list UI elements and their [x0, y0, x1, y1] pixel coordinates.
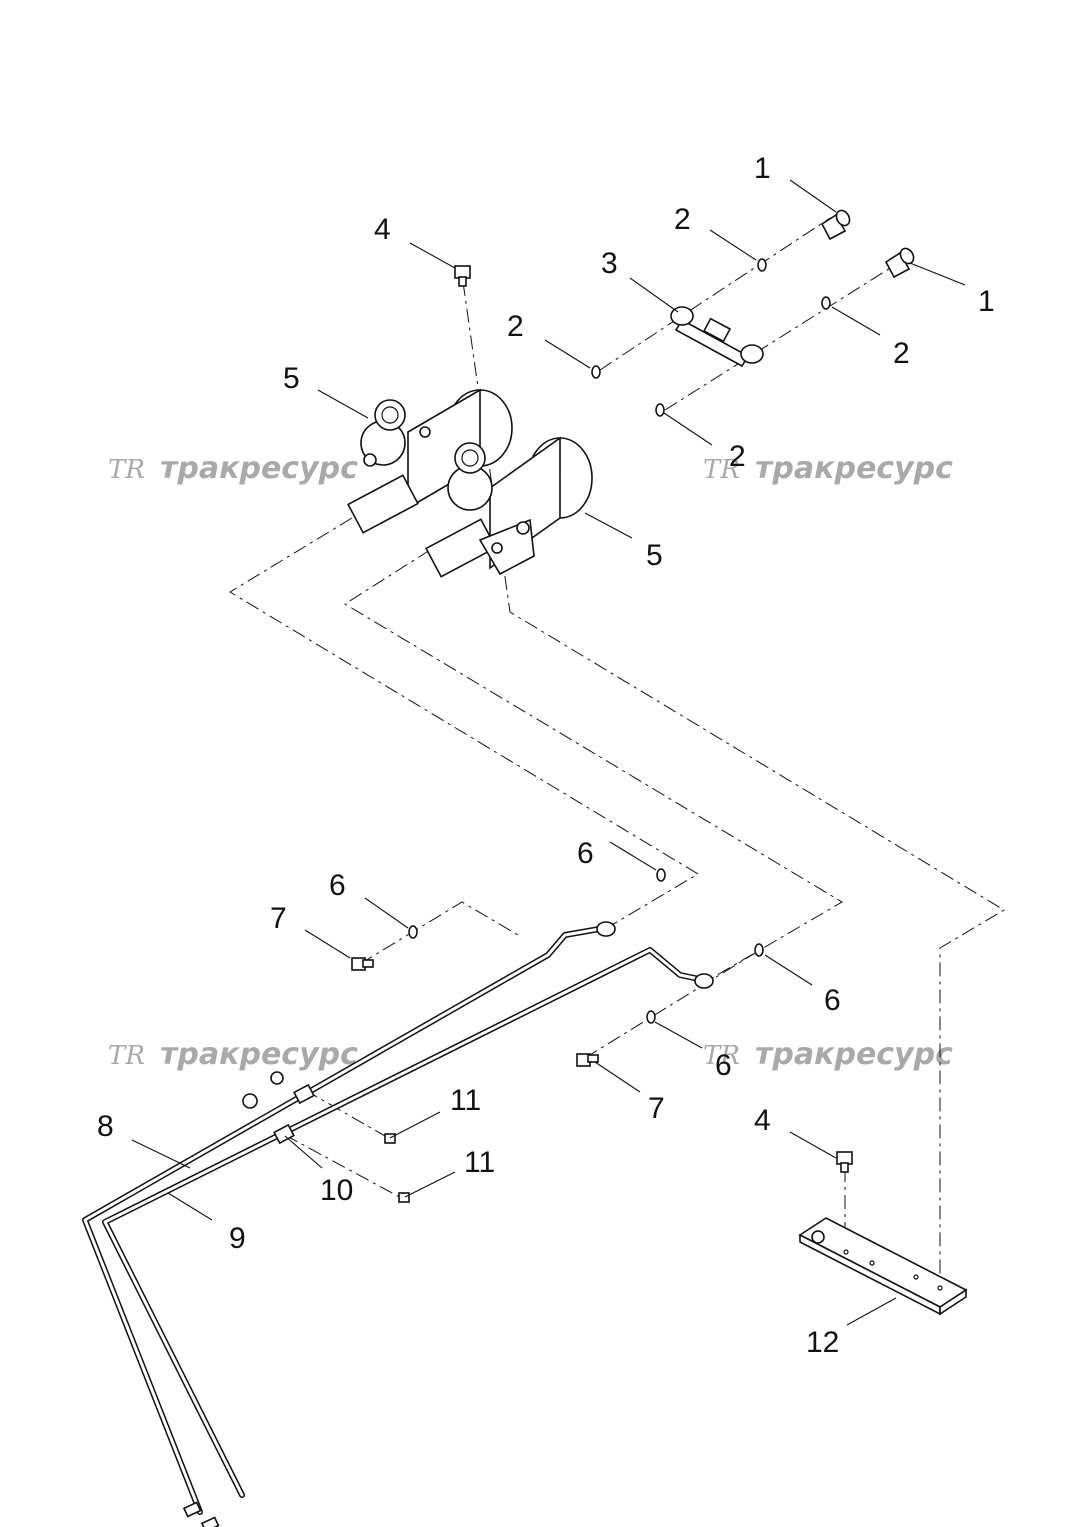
linkage-part-3 [670, 306, 764, 368]
callout-11: 11 [464, 1146, 495, 1179]
callout-3: 3 [601, 247, 618, 280]
watermark-text: тракресурс [755, 1037, 953, 1072]
mounting-plate-part-12 [798, 1217, 968, 1316]
washer-part-2 [655, 403, 665, 417]
callout-6: 6 [715, 1049, 732, 1082]
clamp-part-10 [270, 1071, 315, 1105]
screw-part-11 [384, 1133, 396, 1144]
assembly-line [462, 281, 1005, 1285]
master-cylinder-part-5 [347, 388, 513, 534]
watermark-logo: TR [108, 455, 145, 485]
pin-part-1 [820, 209, 851, 241]
callout-2: 2 [729, 440, 746, 473]
banjo-bolt-part-7 [576, 1053, 599, 1067]
assembly-line [304, 1089, 393, 1141]
bolt-part-4 [454, 265, 471, 287]
callout-8: 8 [97, 1110, 114, 1143]
watermark-top-left: TR тракресурс [108, 451, 358, 486]
pin-part-1 [884, 247, 915, 279]
callout-6: 6 [329, 869, 346, 902]
washer-part-6 [754, 943, 764, 957]
washer-part-6 [656, 868, 666, 882]
watermark-bottom-right: TR тракресурс [703, 1037, 953, 1072]
assembly-lines [229, 217, 1005, 1285]
callout-10: 10 [320, 1174, 353, 1207]
callout-2: 2 [893, 337, 910, 370]
washer-part-2 [757, 258, 767, 272]
callout-7: 7 [270, 902, 287, 935]
washer-part-6 [646, 1010, 656, 1024]
watermark-text: тракресурс [160, 451, 358, 486]
callout-6: 6 [577, 837, 594, 870]
callout-9: 9 [229, 1222, 246, 1255]
assembly-line [229, 517, 699, 933]
brake-tube-part-8 [82, 921, 616, 1518]
washer-part-6 [408, 925, 418, 939]
callout-5: 5 [646, 539, 663, 572]
callout-7: 7 [648, 1092, 665, 1125]
assembly-line [344, 549, 843, 986]
watermark-top-right: TR тракресурс [703, 451, 953, 486]
callout-11: 11 [450, 1084, 481, 1117]
callout-2: 2 [674, 203, 691, 236]
screw-part-11 [398, 1192, 410, 1203]
master-cylinder-part-5 [425, 436, 593, 578]
watermark-bottom-left: TR тракресурс [108, 1037, 358, 1072]
brake-tube-part-9 [102, 947, 714, 1527]
leader-lines [131, 179, 966, 1326]
callout-4: 4 [754, 1104, 771, 1137]
watermark-logo: TR [703, 455, 740, 485]
banjo-bolt-part-7 [351, 957, 374, 971]
callout-4: 4 [374, 213, 391, 246]
clamp-part-10 [242, 1093, 295, 1145]
callout-1: 1 [754, 152, 771, 185]
callout-6: 6 [824, 984, 841, 1017]
callout-1: 1 [978, 285, 995, 318]
watermark-text: тракресурс [160, 1037, 358, 1072]
callouts: 1 1 2 2 2 2 3 4 4 5 5 6 6 6 6 7 7 8 9 10… [97, 152, 995, 1359]
assembly-line [359, 901, 519, 965]
watermark-logo: TR [108, 1041, 145, 1071]
washer-part-2 [821, 296, 831, 310]
assembly-line [284, 1134, 406, 1201]
watermark-logo: TR [703, 1041, 740, 1071]
watermark-text: тракресурс [755, 451, 953, 486]
bolt-part-4 [836, 1151, 853, 1173]
assembly-line [599, 217, 831, 371]
callout-12: 12 [806, 1326, 839, 1359]
washer-part-2 [591, 365, 601, 379]
callout-5: 5 [283, 362, 300, 395]
assembly-line [664, 264, 896, 411]
assembly-line [584, 949, 761, 1059]
callout-2: 2 [507, 310, 524, 343]
